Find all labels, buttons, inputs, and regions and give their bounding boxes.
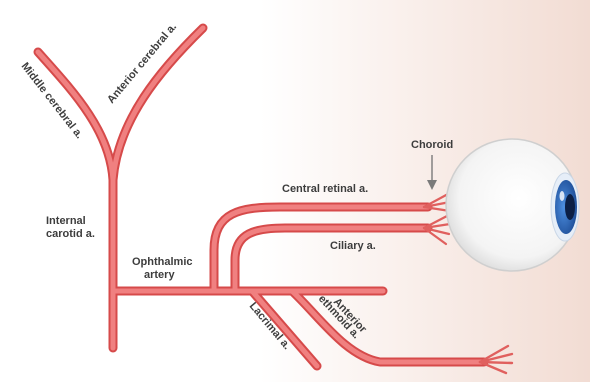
label-internal-carotid-line2: carotid a. [46, 228, 95, 240]
eyeball-icon [446, 139, 579, 271]
pupil [565, 194, 575, 220]
label-central-retinal: Central retinal a. [282, 183, 368, 195]
label-ciliary: Ciliary a. [330, 240, 376, 252]
eye-highlight [560, 191, 565, 201]
label-ophthalmic-line1: Ophthalmic [132, 256, 193, 268]
label-choroid: Choroid [411, 139, 453, 151]
label-internal-carotid-line1: Internal [46, 215, 86, 227]
label-ophthalmic-line2: artery [144, 269, 175, 281]
